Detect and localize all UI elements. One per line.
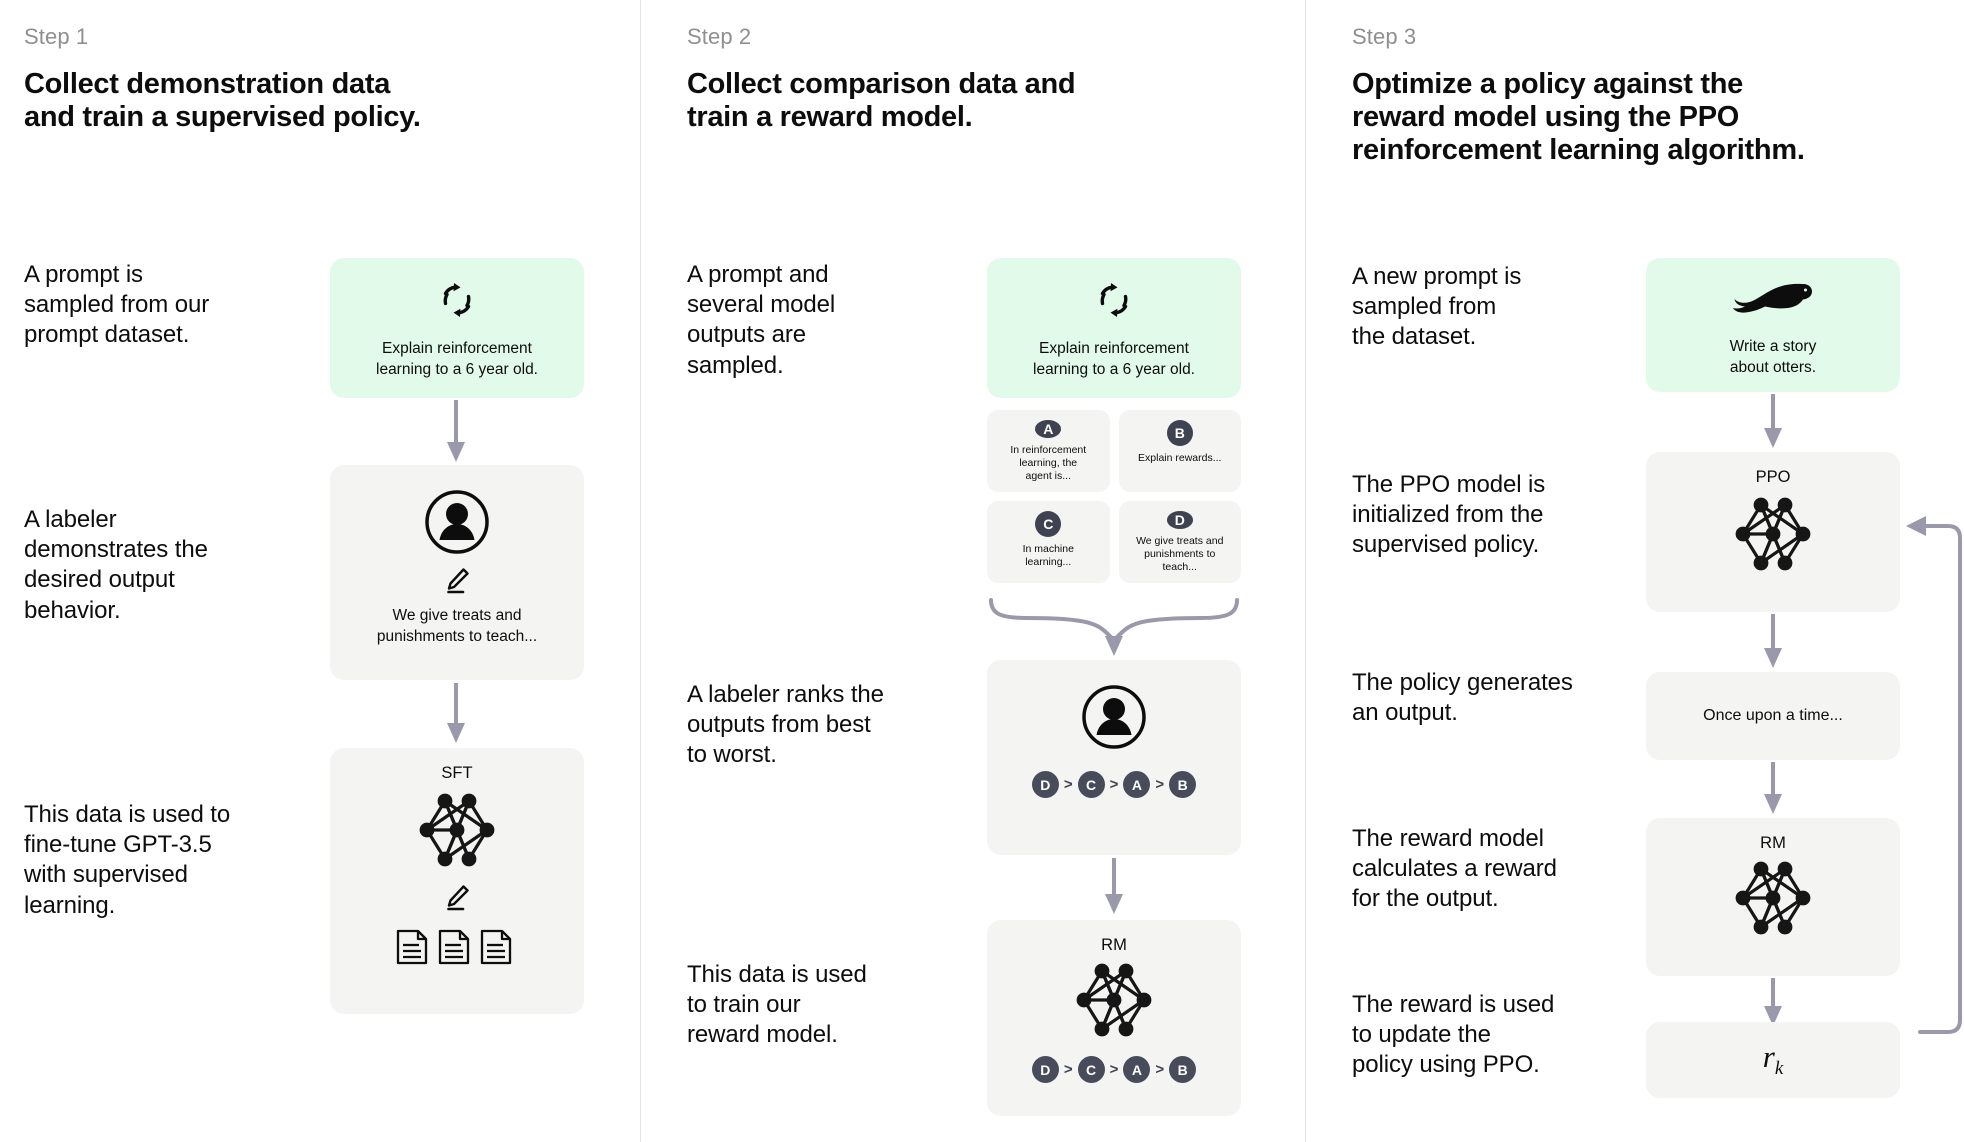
option-text-d: We give treats and punishments to teach.… bbox=[1136, 534, 1224, 573]
rank-badge-4: B bbox=[1169, 771, 1197, 798]
person-icon bbox=[1081, 684, 1147, 755]
otter-icon bbox=[1730, 278, 1816, 325]
step-3-arrow-1 bbox=[1761, 394, 1785, 455]
option-badge-a: A bbox=[1035, 420, 1062, 438]
step-3-description-2: The PPO model is initialized from the su… bbox=[1352, 471, 1546, 559]
cycle-icon bbox=[437, 280, 477, 325]
step-2-rm-ranking-row: D > C > A > B bbox=[1031, 1056, 1197, 1083]
step-1-description-1: A prompt is sampled from our prompt data… bbox=[24, 261, 210, 349]
step-3-arrow-4 bbox=[1761, 978, 1785, 1033]
pencil-icon bbox=[442, 882, 472, 917]
step-1-title: Collect demonstration data and train a s… bbox=[24, 68, 421, 134]
option-text-a: In reinforcement learning, the agent is.… bbox=[1010, 443, 1087, 482]
neural-network-icon bbox=[1062, 959, 1166, 1046]
step-3-description-1: A new prompt is sampled from the dataset… bbox=[1352, 263, 1522, 351]
rank-separator: > bbox=[1109, 776, 1119, 793]
step-2-brace-arrow bbox=[987, 596, 1241, 671]
step-3-ppo-card[interactable]: PPO bbox=[1646, 452, 1900, 612]
rank-separator: > bbox=[1109, 1061, 1119, 1078]
step-3-ppo-title: PPO bbox=[1755, 468, 1791, 486]
step-3-title: Optimize a policy against the reward mod… bbox=[1352, 68, 1805, 167]
rank-badge-2: C bbox=[1077, 1056, 1105, 1083]
step-3-description-4: The reward model calculates a reward for… bbox=[1352, 825, 1557, 913]
step-3-arrow-3 bbox=[1761, 762, 1785, 821]
step-2-prompt-text: Explain reinforcement learning to a 6 ye… bbox=[1033, 340, 1195, 378]
step-3-description-5: The reward is used to update the policy … bbox=[1352, 991, 1555, 1079]
step-3-reward-value-card[interactable]: rk bbox=[1646, 1022, 1900, 1098]
rank-separator: > bbox=[1063, 776, 1073, 793]
step-2-arrow-2 bbox=[1102, 858, 1126, 921]
step-1-description-2: A labeler demonstrates the desired outpu… bbox=[24, 506, 208, 624]
step-2-options-grid: A In reinforcement learning, the agent i… bbox=[987, 410, 1241, 583]
neural-network-icon bbox=[1721, 857, 1825, 944]
step-1-sft-title: SFT bbox=[441, 764, 473, 782]
step-2-rm-title: RM bbox=[1101, 936, 1127, 954]
rank-badge-3: A bbox=[1123, 771, 1151, 798]
step-1-prompt-text: Explain reinforcement learning to a 6 ye… bbox=[376, 340, 538, 378]
option-text-b: Explain rewards... bbox=[1138, 452, 1222, 464]
step-1-prompt-card[interactable]: Explain reinforcement learning to a 6 ye… bbox=[330, 258, 584, 398]
rank-badge-2: C bbox=[1077, 771, 1105, 798]
step-1-label: Step 1 bbox=[24, 24, 89, 49]
rank-badge-3: A bbox=[1123, 1056, 1151, 1083]
step-2-prompt-card[interactable]: Explain reinforcement learning to a 6 ye… bbox=[987, 258, 1241, 398]
rank-badge-1: D bbox=[1031, 771, 1059, 798]
step-2-title: Collect comparison data and train a rewa… bbox=[687, 68, 1076, 134]
rank-separator: > bbox=[1063, 1061, 1073, 1078]
step-3-output-card[interactable]: Once upon a time... bbox=[1646, 672, 1900, 760]
step-2-reward-model-card[interactable]: RM bbox=[987, 920, 1241, 1116]
pencil-icon bbox=[442, 565, 472, 600]
documents-icon bbox=[392, 927, 522, 972]
reward-symbol: rk bbox=[1763, 1039, 1784, 1080]
step-3-column: Step 3 Optimize a policy against the rew… bbox=[1305, 0, 1964, 1142]
option-card-a[interactable]: A In reinforcement learning, the agent i… bbox=[987, 410, 1110, 492]
step-2-ranking-row: D > C > A > B bbox=[1031, 771, 1197, 798]
step-1-column: Step 1 Collect demonstration data and tr… bbox=[0, 0, 640, 1142]
step-3-label: Step 3 bbox=[1352, 24, 1417, 49]
feedback-loop-arrow bbox=[1898, 500, 1964, 1065]
rank-badge-4: B bbox=[1169, 1056, 1197, 1083]
option-badge-b: B bbox=[1166, 420, 1193, 446]
step-2-description-2: A labeler ranks the outputs from best to… bbox=[687, 681, 884, 769]
person-icon bbox=[424, 489, 490, 560]
option-card-d[interactable]: D We give treats and punishments to teac… bbox=[1118, 501, 1241, 583]
reward-symbol-base: r bbox=[1762, 1039, 1775, 1075]
step-1-description-3: This data is used to fine-tune GPT-3.5 w… bbox=[24, 801, 231, 919]
rank-badge-1: D bbox=[1031, 1056, 1059, 1083]
step-2-ranking-card[interactable]: D > C > A > B bbox=[987, 660, 1241, 855]
step-1-labeler-card[interactable]: We give treats and punishments to teach.… bbox=[330, 465, 584, 680]
step-2-label: Step 2 bbox=[687, 24, 752, 49]
step-1-sft-card[interactable]: SFT bbox=[330, 748, 584, 1014]
cycle-icon bbox=[1094, 280, 1134, 325]
step-3-description-3: The policy generates an output. bbox=[1352, 669, 1573, 727]
step-3-rm-title: RM bbox=[1760, 834, 1786, 852]
reward-symbol-subscript: k bbox=[1774, 1058, 1784, 1080]
option-text-c: In machine learning... bbox=[1022, 543, 1074, 569]
step-3-prompt-text: Write a story about otters. bbox=[1729, 338, 1817, 376]
neural-network-icon bbox=[405, 789, 509, 876]
step-1-arrow-2 bbox=[444, 683, 468, 750]
option-badge-d: D bbox=[1166, 511, 1193, 529]
step-3-prompt-card[interactable]: Write a story about otters. bbox=[1646, 258, 1900, 392]
step-2-description-1: A prompt and several model outputs are s… bbox=[687, 261, 836, 379]
rank-separator: > bbox=[1155, 1061, 1165, 1078]
option-badge-c: C bbox=[1035, 511, 1062, 537]
step-1-labeler-text: We give treats and punishments to teach.… bbox=[376, 607, 538, 645]
rank-separator: > bbox=[1155, 776, 1165, 793]
step-1-arrow-1 bbox=[444, 400, 468, 469]
option-card-b[interactable]: B Explain rewards... bbox=[1118, 410, 1241, 492]
step-3-arrow-2 bbox=[1761, 614, 1785, 675]
step-2-column: Step 2 Collect comparison data and train… bbox=[640, 0, 1305, 1142]
step-3-reward-model-card[interactable]: RM bbox=[1646, 818, 1900, 976]
neural-network-icon bbox=[1721, 493, 1825, 580]
option-card-c[interactable]: C In machine learning... bbox=[987, 501, 1110, 583]
step-3-output-text: Once upon a time... bbox=[1703, 707, 1843, 725]
step-2-description-3: This data is used to train our reward mo… bbox=[687, 961, 867, 1049]
